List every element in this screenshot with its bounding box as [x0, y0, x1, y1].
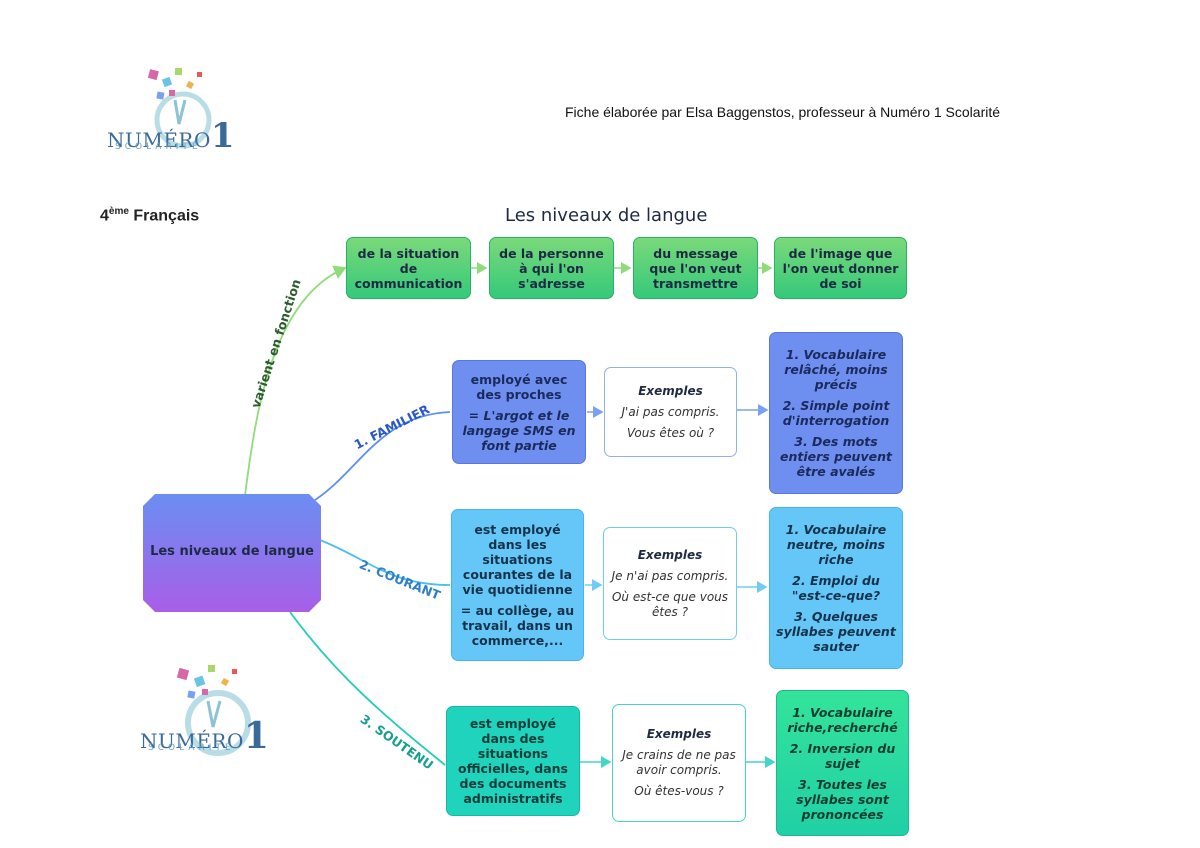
courant-trait-1: 1. Vocabulaire neutre, moins riche [785, 522, 887, 567]
logo-word: NUMÉRO [107, 128, 211, 152]
logo-confetti-icon [147, 68, 212, 149]
familier-trait-3: 3. Des mots entiers peuvent être avalés [780, 434, 892, 479]
logo-subword: SCOLARITÉ [115, 142, 202, 152]
grade-number: 4 [100, 207, 109, 225]
familier-desc-box: employé avec des proches = L'argot et le… [452, 360, 586, 464]
logo-confetti-icon [176, 665, 251, 756]
page-title: Les niveaux de langue [505, 205, 708, 226]
logo-top: NUMÉRO1 SCOLARITÉ [105, 60, 245, 170]
familier-trait-2: 2. Simple point d'interrogation [782, 398, 890, 428]
courant-trait-3: 3. Quelques syllabes peuvent sauter [776, 609, 896, 654]
grade-suffix: ème [108, 206, 129, 217]
fonction-box-image: de l'image que l'on veut donner de soi [774, 237, 907, 299]
soutenu-example-1: Je crains de ne pas avoir compris. [622, 748, 736, 777]
familier-desc: employé avec des proches [470, 371, 568, 402]
courant-desc-note: = au collège, au travail, dans un commer… [460, 603, 575, 648]
fonction-connector [244, 265, 347, 496]
soutenu-trait-2: 2. Inversion du sujet [789, 740, 896, 771]
familier-examples-box: Exemples J'ai pas compris. Vous êtes où … [604, 367, 737, 457]
soutenu-desc-box: est employé dans des situations officiel… [446, 706, 580, 816]
courant-trait-2: 2. Emploi du "est-ce-que? [791, 573, 881, 603]
logo-word: NUMÉRO [140, 729, 244, 753]
soutenu-connector [289, 611, 446, 766]
familier-example-2: Vous êtes où ? [626, 425, 715, 440]
courant-examples-box: Exemples Je n'ai pas compris. Où est-ce … [603, 527, 737, 640]
logo-subword: SCOLARITÉ [148, 743, 235, 753]
fonction-box-personne: de la personne à qui l'on s'adresse [489, 237, 614, 299]
courant-example-2: Où est-ce que vous êtes ? [611, 589, 729, 619]
courant-connector [319, 539, 451, 586]
logo-digit: 1 [243, 715, 270, 757]
grade-subject: Français [133, 207, 200, 225]
courant-example-1: Je n'ai pas compris. [611, 568, 729, 583]
soutenu-trait-1: 1. Vocabulaire riche,recherché [787, 704, 898, 735]
fonction-box-situation: de la situation de communication [346, 237, 471, 299]
soutenu-examples-title: Exemples [646, 727, 712, 741]
courant-traits-box: 1. Vocabulaire neutre, moins riche 2. Em… [769, 507, 903, 669]
familier-desc-note: = L'argot et le langage SMS en font part… [462, 407, 576, 453]
courant-examples-title: Exemples [637, 547, 703, 562]
courant-desc-box: est employé dans les situations courante… [451, 509, 584, 661]
soutenu-example-2: Où êtes-vous ? [634, 784, 724, 798]
fonction-box-message: du message que l'on veut transmettre [633, 237, 758, 299]
courant-desc: est employé dans les situations courante… [462, 522, 573, 597]
soutenu-examples-box: Exemples Je crains de ne pas avoir compr… [612, 704, 746, 822]
credit-text: Fiche élaborée par Elsa Baggenstos, prof… [565, 104, 1001, 120]
central-label: Les niveaux de langue [150, 544, 314, 559]
familier-traits-box: 1. Vocabulaire relâché, moins précis 2. … [769, 332, 903, 494]
familier-example-1: J'ai pas compris. [621, 404, 720, 419]
logo-bottom: NUMÉRO1 SCOLARITÉ [140, 655, 280, 770]
central-node: Les niveaux de langue [143, 494, 321, 612]
familier-connector [314, 411, 451, 501]
grade-label: 4ème Français [100, 206, 199, 225]
familier-trait-1: 1. Vocabulaire relâché, moins précis [784, 347, 888, 392]
soutenu-traits-box: 1. Vocabulaire riche,recherché 2. Invers… [776, 690, 909, 836]
soutenu-trait-3: 3. Toutes les syllabes sont prononcées [796, 776, 889, 822]
logo-digit: 1 [210, 116, 236, 156]
familier-examples-title: Exemples [638, 383, 703, 398]
